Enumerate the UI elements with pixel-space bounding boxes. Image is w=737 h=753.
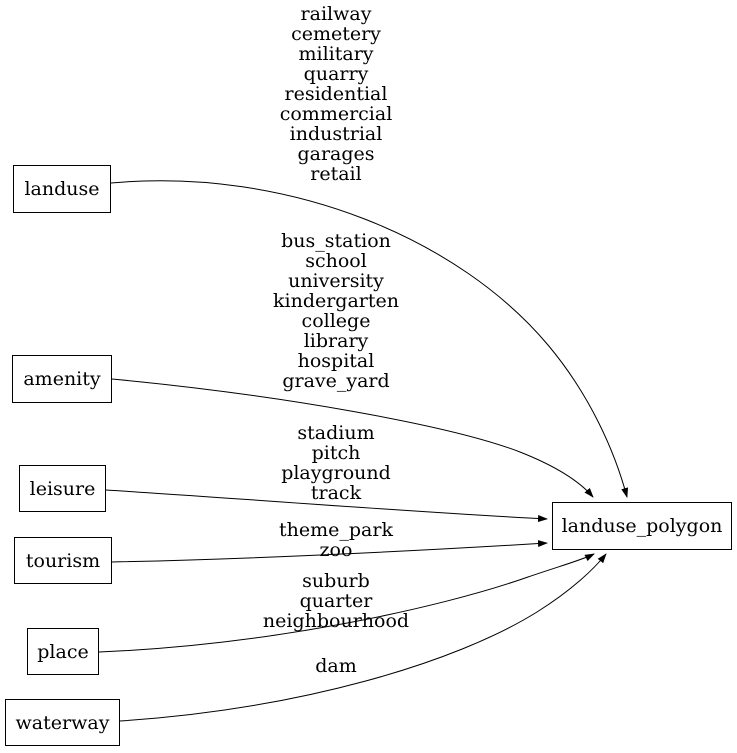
edge-amenity-to-landuse-polygon (111, 378, 594, 498)
node-waterway: waterway (5, 699, 120, 746)
node-landuse-polygon: landuse_polygon (552, 502, 732, 550)
edge-label-amenity-values: bus_station school university kindergart… (272, 230, 400, 392)
edge-tourism-to-landuse-polygon (111, 540, 548, 563)
edge-leisure-to-landuse-polygon (105, 489, 548, 523)
node-amenity: amenity (12, 355, 112, 403)
node-tourism: tourism (14, 537, 112, 584)
node-place: place (27, 628, 99, 675)
edge-place-to-landuse-polygon (98, 553, 595, 653)
node-landuse: landuse (13, 165, 111, 213)
edge-label-landuse-values: railway cemetery military quarry residen… (279, 3, 393, 185)
edge-landuse-to-landuse-polygon (110, 180, 629, 498)
edge-label-place-values: suburb quarter neighbourhood (262, 570, 410, 632)
edge-label-waterway-values: dam (315, 655, 357, 677)
edge-label-tourism-values: theme_park zoo (279, 519, 393, 561)
node-leisure: leisure (19, 465, 106, 512)
edge-label-leisure-values: stadium pitch playground track (281, 422, 391, 504)
edge-waterway-to-landuse-polygon (119, 553, 607, 722)
